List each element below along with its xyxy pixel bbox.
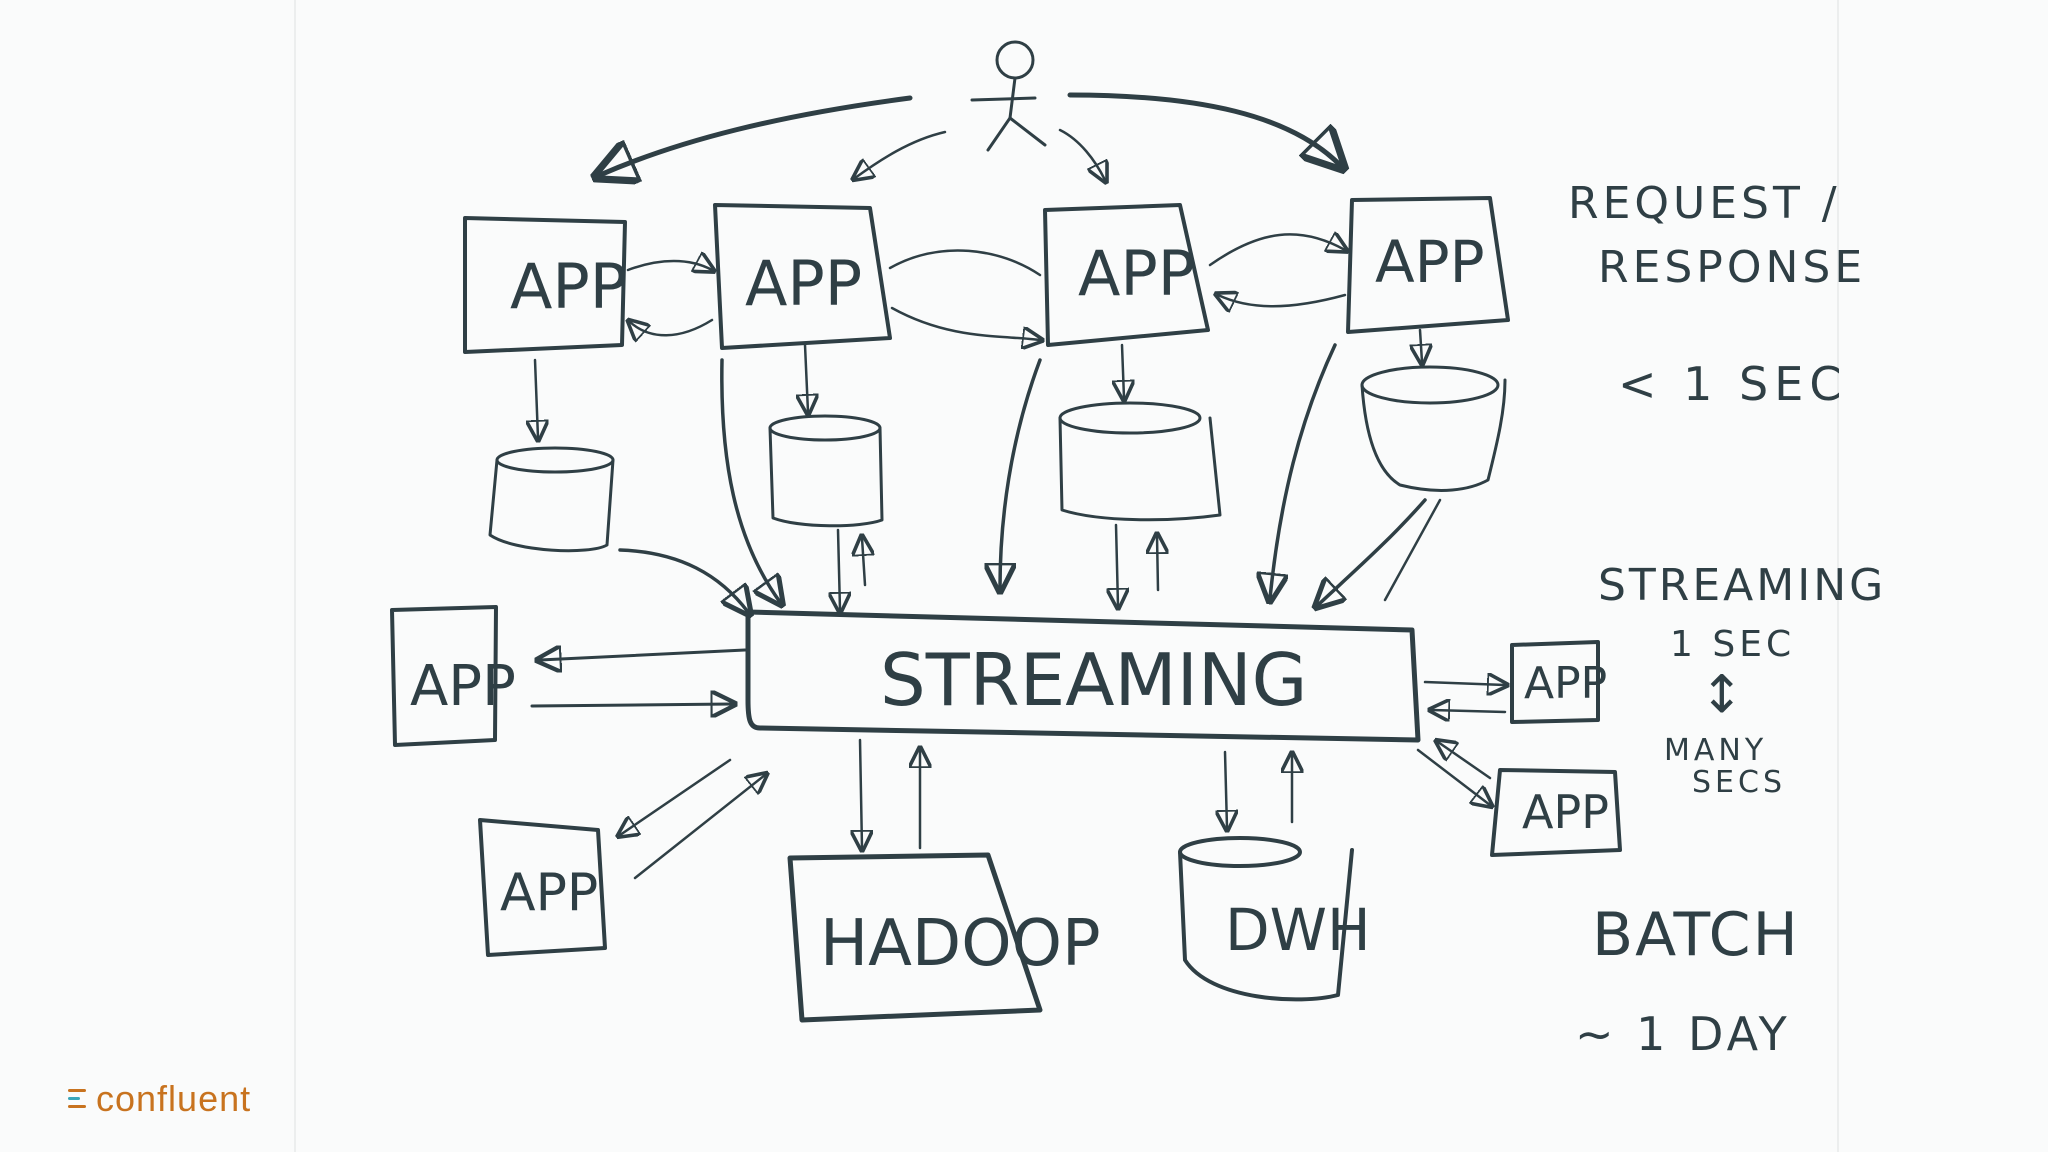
database-top-4 xyxy=(1360,365,1507,492)
request-latency: < 1 SEC xyxy=(1618,357,1847,411)
batch-annotation-latency: ~ 1 DAY xyxy=(1575,1007,1791,1061)
user-request-arrows xyxy=(600,92,1340,175)
app-box-bottom-left: APP xyxy=(478,818,607,957)
confluent-logo-icon xyxy=(68,1087,92,1111)
app-box-top-2: APP xyxy=(713,203,892,350)
app-box-top-4: APP xyxy=(1346,196,1510,334)
streaming-label: STREAMING xyxy=(880,638,1307,722)
request-response-line1: REQUEST / xyxy=(1568,178,1841,229)
app-box-left: APP xyxy=(390,605,516,747)
streaming-bus: STREAMING xyxy=(745,609,1421,743)
confluent-logo-text: confluent xyxy=(96,1078,252,1119)
dwh-stream-arrows xyxy=(1225,752,1292,828)
left-app-arrows xyxy=(530,650,747,706)
user-request-arrows-thin xyxy=(855,128,1105,180)
app-label: APP xyxy=(500,863,598,923)
database-top-2 xyxy=(768,414,884,528)
dwh-database: DWH xyxy=(1178,836,1371,1002)
hadoop-box: HADOOP xyxy=(787,852,1101,1023)
app-label: APP xyxy=(1524,658,1607,709)
streaming-annotation-many: MANY xyxy=(1664,733,1767,768)
dwh-label: DWH xyxy=(1225,896,1371,964)
database-top-3 xyxy=(1058,401,1222,522)
hadoop-label: HADOOP xyxy=(820,907,1101,981)
database-top-1 xyxy=(488,446,615,553)
app-box-top-3: APP xyxy=(1043,203,1210,347)
app-box-right-2: APP xyxy=(1490,768,1622,857)
app-label: APP xyxy=(745,247,862,320)
user-icon xyxy=(970,40,1047,152)
right-app-arrows xyxy=(1416,682,1505,805)
request-response-line2: RESPONSE xyxy=(1598,242,1866,293)
app-box-top-1: APP xyxy=(463,216,627,354)
streaming-range-arrow: ↕ xyxy=(1700,665,1744,725)
batch-annotation-title: BATCH xyxy=(1592,900,1800,970)
streaming-annotation-latency: 1 SEC xyxy=(1670,624,1795,665)
bottom-left-app-arrows xyxy=(620,758,765,880)
app-label: APP xyxy=(510,250,627,323)
streaming-annotation-title: STREAMING xyxy=(1598,560,1886,611)
confluent-logo: confluent xyxy=(68,1078,251,1120)
app-to-app-arrows xyxy=(628,234,1345,340)
app-to-db-arrows xyxy=(535,328,1422,438)
app-box-right-1: APP xyxy=(1510,640,1607,724)
hadoop-stream-arrows xyxy=(860,738,920,848)
app-label: APP xyxy=(410,654,516,719)
apps-to-streaming-arrows xyxy=(618,343,1427,612)
latency-annotations: REQUEST / RESPONSE < 1 SEC STREAMING 1 S… xyxy=(1568,178,1886,1061)
streaming-annotation-secs: SECS xyxy=(1692,765,1786,800)
app-label: APP xyxy=(1522,785,1609,839)
app-label: APP xyxy=(1375,228,1485,296)
app-label: APP xyxy=(1078,237,1195,310)
db-stream-arrows xyxy=(838,498,1442,610)
